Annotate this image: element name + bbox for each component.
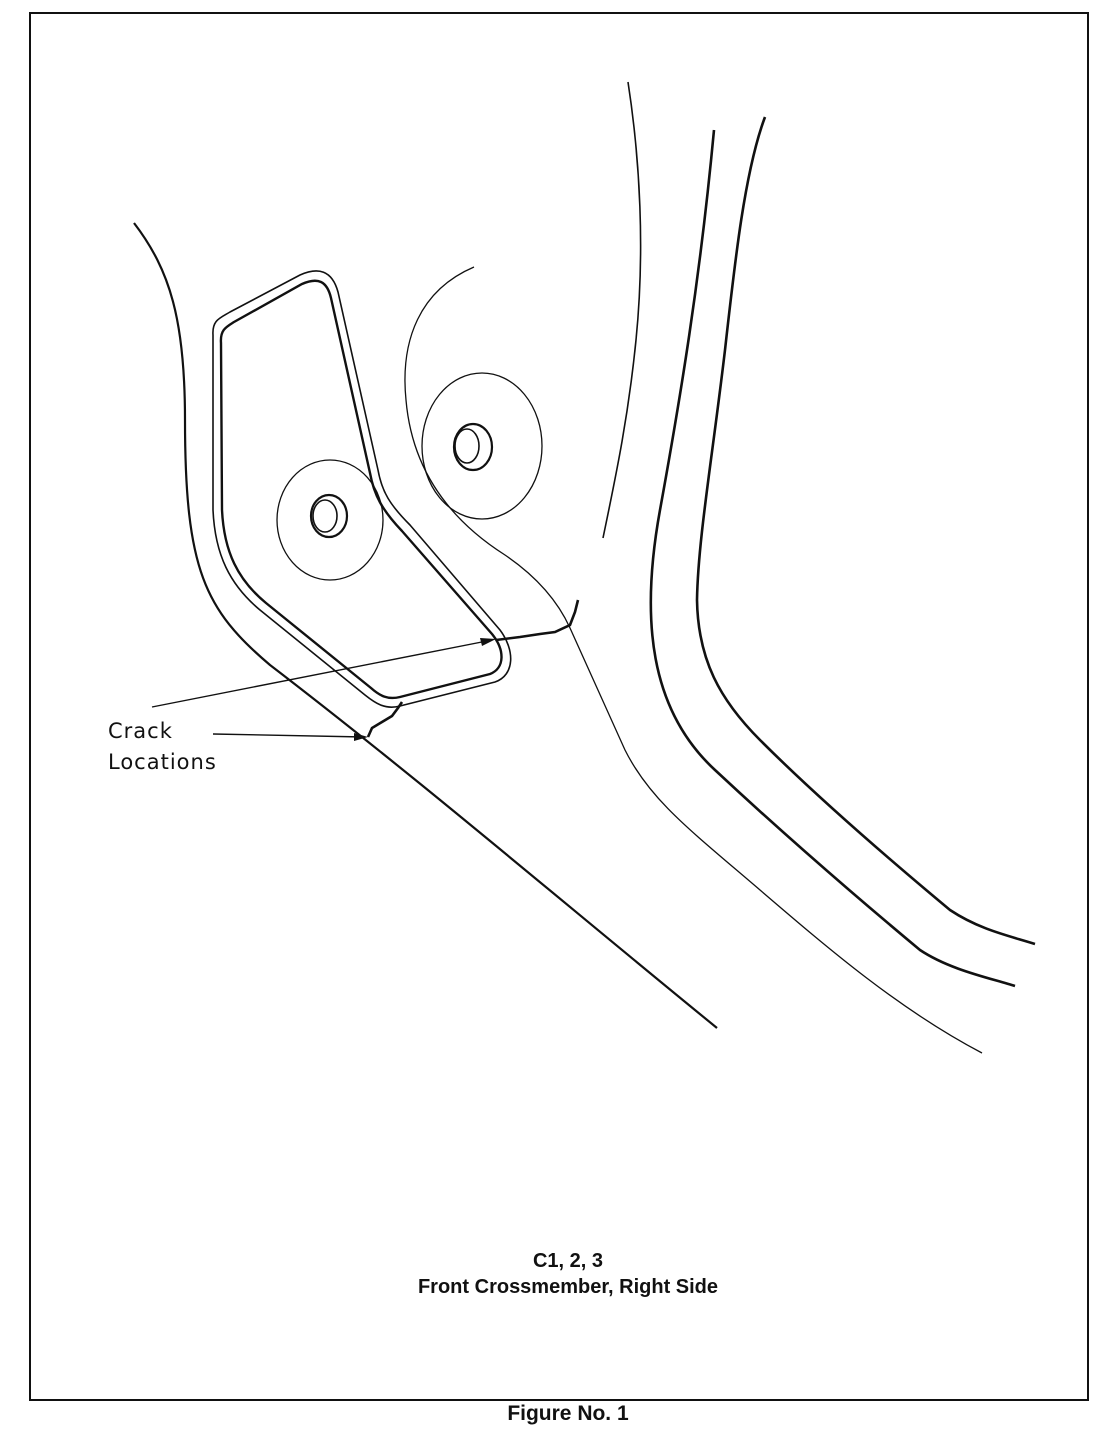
crack-mark-lower xyxy=(366,701,404,738)
bolt-boss-right xyxy=(421,372,543,520)
caption-code: C1, 2, 3 xyxy=(532,1250,604,1272)
rail-line-3 xyxy=(695,116,1036,946)
border-frame xyxy=(29,12,1089,1401)
crossmember-left-edge xyxy=(133,222,718,1029)
figure-number-label: Figure No. 1 xyxy=(507,1402,629,1425)
bolt-boss-left xyxy=(276,459,384,581)
rail-line-2 xyxy=(649,129,1016,988)
leader-line-lower xyxy=(212,733,365,738)
leader-arrow-lower xyxy=(354,733,368,741)
leader-line-upper xyxy=(151,639,493,708)
leader-arrow-upper xyxy=(480,638,496,646)
flange-curve xyxy=(404,266,983,1054)
bolt-hole-right-outer xyxy=(452,422,494,472)
bolt-hole-right-inner xyxy=(454,428,480,464)
rail-line-1 xyxy=(602,81,642,539)
caption-description: Front Crossmember, Right Side xyxy=(417,1276,719,1298)
crack-mark-upper xyxy=(495,599,580,642)
bracket-plate-inner xyxy=(219,279,503,700)
callout-label-crack: Crack xyxy=(108,719,173,743)
bracket-plate-outer xyxy=(212,270,512,708)
bolt-hole-left-outer xyxy=(309,493,349,539)
callout-label-locations: Locations xyxy=(108,750,217,774)
bolt-hole-left-inner xyxy=(312,499,338,533)
